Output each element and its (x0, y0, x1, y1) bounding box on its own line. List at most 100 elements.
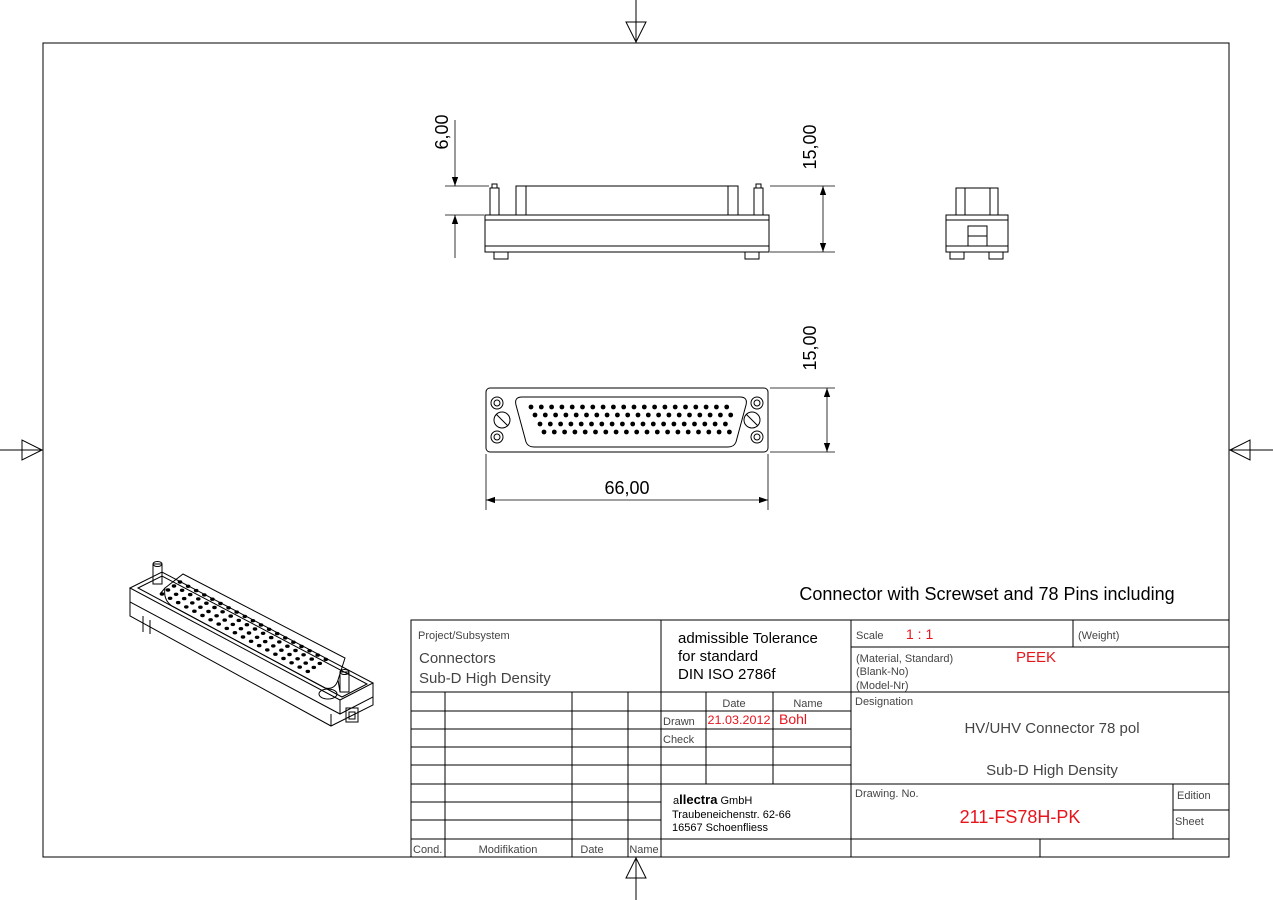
iso-pin-hole (202, 593, 207, 597)
scale-label: Scale (856, 630, 884, 642)
pin-hole (712, 421, 718, 427)
material-value: PEEK (1016, 649, 1056, 666)
iso-pin-hole (248, 639, 254, 643)
address-line-2: 16567 Schoenfliess (672, 822, 769, 834)
pin-hole (650, 421, 656, 427)
pin-hole (671, 421, 677, 427)
drawing-no-label: Drawing. No. (855, 788, 919, 800)
iso-pin-hole (266, 627, 272, 631)
edition-label: Edition (1177, 790, 1211, 802)
front-view-pins (528, 404, 734, 435)
pin-hole (665, 429, 670, 435)
drawn-date: 21.03.2012 (708, 713, 771, 727)
model-label: (Model-Nr) (856, 680, 909, 692)
pin-hole (696, 429, 701, 435)
revision-name-label: Name (629, 844, 658, 856)
dimension-front-width: 66,00 (604, 478, 649, 498)
drawn-name: Bohl (779, 711, 807, 727)
pin-hole (553, 412, 558, 418)
iso-pin-hole (236, 618, 242, 623)
pin-hole (528, 404, 534, 410)
pin-hole (697, 412, 703, 418)
iso-pin-hole (184, 605, 189, 609)
dimension-side-height: 15,00 (800, 124, 820, 169)
tolerance-line-1: admissible Tolerance (678, 630, 818, 647)
pin-hole (611, 404, 616, 410)
iso-pin-hole (299, 644, 304, 649)
pin-hole (580, 404, 585, 410)
iso-pin-hole (179, 588, 185, 592)
iso-pin-hole (208, 618, 213, 622)
pin-hole (666, 412, 672, 418)
iso-pin-hole (206, 609, 211, 614)
pin-hole (724, 404, 730, 410)
pin-hole (661, 421, 666, 427)
pin-hole (572, 429, 578, 435)
isometric-view-pins (159, 580, 329, 674)
pin-hole (569, 404, 575, 410)
pin-hole (603, 429, 609, 435)
iso-pin-hole (297, 665, 303, 669)
pin-hole (541, 429, 547, 435)
iso-pin-hole (289, 661, 294, 665)
iso-pin-hole (210, 597, 215, 601)
pin-hole (613, 429, 619, 435)
iso-pin-hole (305, 669, 311, 674)
pin-hole (621, 404, 627, 410)
pin-hole (716, 429, 722, 435)
iso-pin-hole (242, 614, 248, 619)
pin-hole (558, 421, 563, 427)
iso-pin-hole (285, 644, 290, 648)
pin-hole (683, 404, 688, 410)
pin-hole (582, 429, 588, 435)
pin-hole (537, 421, 543, 427)
drawn-label: Drawn (663, 716, 695, 728)
pin-hole (563, 412, 569, 418)
iso-pin-hole (159, 592, 165, 596)
iso-pin-hole (212, 605, 217, 610)
pin-hole (654, 429, 660, 435)
iso-pin-hole (277, 640, 282, 644)
iso-pin-hole (260, 631, 266, 635)
pin-hole (634, 429, 640, 435)
side-view (484, 183, 770, 260)
iso-pin-hole (185, 584, 191, 588)
iso-pin-hole (268, 635, 274, 640)
iso-pin-hole (214, 614, 219, 618)
end-view (945, 187, 1009, 260)
iso-pin-hole (303, 661, 309, 665)
iso-pin-hole (317, 661, 323, 666)
pin-hole (604, 412, 610, 418)
weight-label: (Weight) (1078, 630, 1119, 642)
iso-pin-hole (200, 613, 205, 618)
front-view-dimensions (485, 387, 835, 510)
isometric-view (128, 561, 375, 727)
pin-hole (676, 412, 682, 418)
pin-hole (594, 412, 600, 418)
iso-pin-hole (246, 631, 252, 635)
pin-hole (590, 404, 596, 410)
iso-pin-hole (252, 627, 258, 631)
project-line-1: Connectors (419, 650, 496, 667)
name-header: Name (793, 698, 822, 710)
pin-hole (675, 429, 681, 435)
iso-pin-hole (198, 605, 203, 609)
iso-pin-hole (301, 653, 306, 657)
iso-pin-hole (234, 610, 239, 614)
cond-label: Cond. (413, 844, 442, 856)
blank-label: (Blank-No) (856, 666, 909, 678)
iso-pin-hole (244, 623, 250, 627)
pin-hole (609, 421, 615, 427)
pin-hole (728, 412, 734, 418)
iso-pin-hole (173, 592, 179, 596)
pin-hole (562, 429, 567, 435)
pin-hole (652, 404, 657, 410)
iso-pin-hole (287, 652, 292, 657)
pin-hole (630, 421, 636, 427)
iso-pin-hole (291, 640, 296, 644)
tolerance-line-2: for standard (678, 648, 758, 665)
iso-pin-hole (192, 609, 197, 613)
sheet-label: Sheet (1175, 816, 1204, 828)
iso-pin-hole (216, 622, 221, 626)
